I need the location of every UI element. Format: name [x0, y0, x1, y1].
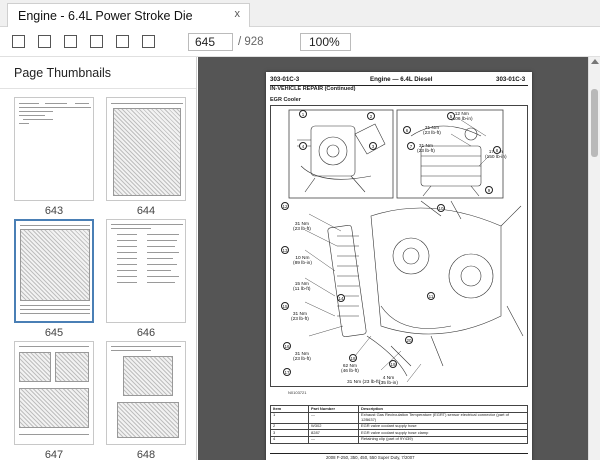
table-row: 4 — Retaining clip (part of 9Y439): [270, 435, 528, 444]
table-cell: 4: [270, 435, 309, 444]
table-cell: 3: [270, 429, 309, 437]
tab-bar: Engine - 6.4L Power Stroke Die x: [0, 0, 600, 27]
marker: 16: [283, 342, 291, 350]
marker: 10: [437, 204, 445, 212]
marker: 3: [369, 142, 377, 150]
marker: 18: [349, 354, 357, 362]
table-header: Item: [270, 405, 309, 413]
marker: 20: [405, 336, 413, 344]
toolbar-square-button-4[interactable]: [90, 35, 103, 48]
page-header-right: 303-01C-3: [496, 76, 526, 83]
torque-callout: 31 Nm(23 lb-ft): [423, 126, 441, 136]
table-header-row: Item Part Number Description: [270, 405, 528, 413]
zoom-input[interactable]: 100%: [300, 33, 351, 51]
marker: 1: [299, 110, 307, 118]
scrollbar-thumb[interactable]: [591, 89, 598, 157]
toolbar: 645 / 928 100%: [0, 27, 600, 57]
torque-callout: 62 Nm(46 lb-ft): [341, 364, 359, 374]
page-footer: 2008 F-250, 350, 450, 550 Super Duty, 7/…: [326, 455, 415, 460]
torque-callout: 31 Nm(23 lb-ft): [293, 222, 311, 232]
header-rule: [270, 85, 528, 86]
table-row: 1 — Exhaust Gas Recirculation Temperatur…: [270, 411, 528, 424]
sidebar-title: Page Thumbnails: [14, 66, 112, 80]
marker: 6: [403, 126, 411, 134]
table-header: Part Number: [308, 405, 359, 413]
vertical-scrollbar[interactable]: [588, 57, 600, 460]
table-cell: —: [308, 411, 359, 424]
page-header-left: 303-01C-3: [270, 76, 300, 83]
table-cell: 2: [270, 422, 309, 431]
tab-title: Engine - 6.4L Power Stroke Die: [18, 8, 193, 23]
thumbnail-sidebar: Page Thumbnails 643 644 645 6: [0, 57, 197, 461]
figure-id: N0103721: [288, 390, 307, 395]
thumbnail-label: 645: [44, 327, 64, 339]
document-viewer[interactable]: 303-01C-3 Engine — 6.4L Diesel 303-01C-3…: [198, 57, 588, 460]
thumbnail-label: 643: [44, 205, 64, 217]
toolbar-square-button-3[interactable]: [64, 35, 77, 48]
torque-callout: 31 Nm (23 lb-ft): [347, 380, 381, 385]
sidebar-divider: [0, 88, 196, 89]
page-subheader: IN-VEHICLE REPAIR (Continued): [270, 86, 356, 92]
table-cell: EGR valve coolant supply hose clamp: [358, 429, 528, 437]
thumbnail-page-643[interactable]: [14, 97, 94, 201]
marker: 13: [281, 246, 289, 254]
thumbnail-label: 647: [44, 449, 64, 461]
table-cell: Retaining clip (part of 9Y439): [358, 435, 528, 444]
torque-callout: 12 Nm(106 lb-in): [451, 112, 473, 122]
marker: 7: [407, 142, 415, 150]
egr-cooler-diagram: 12 Nm(106 lb-in) 31 Nm(23 lb-ft) 31 Nm(2…: [270, 105, 528, 387]
marker: 19: [389, 360, 397, 368]
marker: 9: [485, 186, 493, 194]
close-icon[interactable]: x: [234, 8, 241, 20]
torque-callout: 31 Nm(23 lb-ft): [417, 144, 435, 154]
marker: 2: [367, 112, 375, 120]
thumbnail-page-644[interactable]: [106, 97, 186, 201]
marker: 15: [281, 302, 289, 310]
marker: 11: [427, 292, 435, 300]
scroll-up-arrow-icon[interactable]: [591, 59, 599, 64]
page-header-center: Engine — 6.4L Diesel: [370, 76, 433, 83]
marker: 17: [283, 368, 291, 376]
marker: 8: [493, 146, 501, 154]
toolbar-square-button-1[interactable]: [12, 35, 25, 48]
torque-callout: 4 Nm(35 lb-in): [379, 376, 398, 386]
thumbnail-page-648[interactable]: [106, 341, 186, 445]
table-cell: W302: [308, 422, 359, 431]
section-title: EGR Cooler: [270, 97, 301, 103]
toolbar-square-button-2[interactable]: [38, 35, 51, 48]
table-cell: 1: [270, 411, 309, 424]
marker: 14: [337, 294, 345, 302]
document-page: 303-01C-3 Engine — 6.4L Diesel 303-01C-3…: [266, 72, 532, 460]
table-header: Description: [358, 405, 528, 413]
torque-callout: 31 Nm(23 lb-ft): [291, 312, 309, 322]
table-cell: EGR valve coolant supply hose: [358, 422, 528, 431]
marker: 4: [299, 142, 307, 150]
table-row: 3 8287 EGR valve coolant supply hose cla…: [270, 429, 528, 437]
table-row: 2 W302 EGR valve coolant supply hose: [270, 422, 528, 431]
marker: 12: [281, 202, 289, 210]
table-cell: —: [308, 435, 359, 444]
parts-table: Item Part Number Description 1 — Exhaust…: [270, 405, 528, 444]
thumbnail-page-646[interactable]: [106, 219, 186, 323]
page-total: / 928: [238, 36, 264, 48]
thumbnail-label: 648: [136, 449, 156, 461]
document-tab[interactable]: Engine - 6.4L Power Stroke Die x: [7, 3, 250, 27]
thumbnail-label: 644: [136, 205, 156, 217]
toolbar-square-button-5[interactable]: [116, 35, 129, 48]
marker: 5: [447, 112, 455, 120]
torque-callout: 10 Nm(89 lb-in): [293, 256, 312, 266]
table-cell: 8287: [308, 429, 359, 437]
thumbnail-page-647[interactable]: [14, 341, 94, 445]
thumbnail-page-645[interactable]: [14, 219, 94, 323]
engine-illustration: [288, 109, 524, 383]
torque-callout: 31 Nm(23 lb-ft): [293, 352, 311, 362]
page-number-input[interactable]: 645: [188, 33, 233, 51]
table-cell: Exhaust Gas Recirculation Temperature (E…: [358, 411, 528, 424]
thumbnail-label: 646: [136, 327, 156, 339]
footer-rule: [270, 453, 528, 454]
toolbar-square-button-6[interactable]: [142, 35, 155, 48]
torque-callout: 15 Nm(11 lb-ft): [293, 282, 311, 292]
